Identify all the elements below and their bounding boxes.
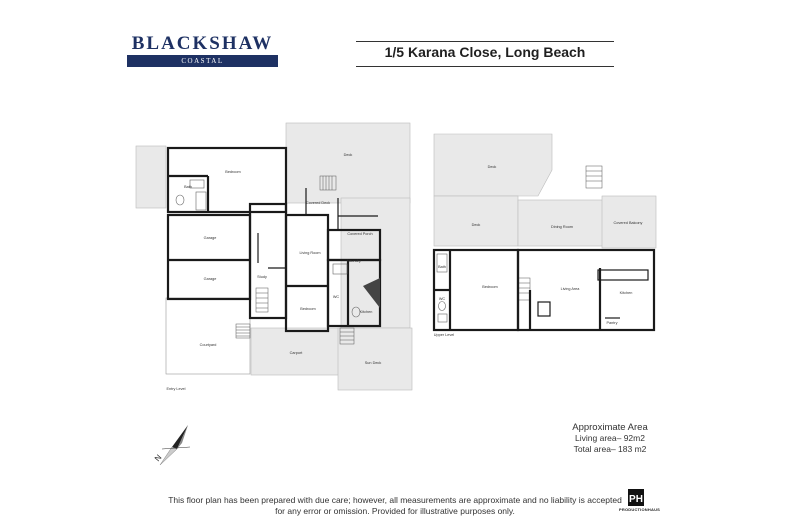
producer-logo: PH PRODUCTIONHAUS — [619, 489, 661, 515]
upper-covered-balcony-label: Covered Balcony — [614, 221, 643, 225]
lower-deck-label: Deck — [344, 153, 353, 157]
lower-courtyard-label: Courtyard — [200, 343, 217, 347]
area-heading: Approximate Area — [572, 422, 648, 433]
upper-dining-room-label: Dining Room — [551, 225, 573, 229]
lower-covered-porch-label: Covered Porch — [347, 232, 372, 236]
producer-mark-icon: PH — [628, 489, 644, 506]
lower-study-label: Study — [257, 275, 267, 279]
total-area: Total area– 183 m2 — [573, 444, 647, 454]
lower-covered-deck-label: Covered Deck — [306, 201, 330, 205]
upper-deck-left-label: Deck — [472, 223, 481, 227]
lower-living-room-label: Living Room — [299, 251, 320, 255]
upper-floor-plan: Deck Deck Dining Room Covered Balcony Ba… — [432, 133, 657, 337]
north-compass-icon: N — [153, 425, 191, 466]
upper-pantry-label: Pantry — [607, 321, 618, 325]
producer-name: PRODUCTIONHAUS — [619, 507, 661, 512]
lower-bedroom-lower-label: Bedroom — [300, 307, 315, 311]
lower-bath-label: Bath — [184, 185, 192, 189]
producer-mark: PH — [629, 494, 643, 505]
upper-living-area-label: Living Area — [561, 287, 581, 291]
disclaimer-line-2: for any error or omission. Provided for … — [275, 506, 515, 516]
title-rule-bottom — [356, 66, 614, 67]
lower-wc-label: WC — [333, 295, 340, 299]
lower-carport-label: Carport — [290, 351, 304, 355]
upper-deck-top-label: Deck — [488, 165, 497, 169]
disclaimer: This floor plan has been prepared with d… — [140, 495, 650, 517]
lower-kitchen-label: Kitchen — [360, 310, 373, 314]
upper-bedroom-label: Bedroom — [482, 285, 497, 289]
area-summary: Approximate Area Living area– 92m2 Total… — [555, 422, 665, 455]
property-address: 1/5 Karana Close, Long Beach — [384, 44, 586, 60]
lower-level-label: Entry Level — [167, 387, 186, 391]
lower-laundry-label: Laundry — [347, 259, 361, 263]
lower-bedroom-top-label: Bedroom — [225, 170, 240, 174]
living-area: Living area– 92m2 — [575, 433, 645, 443]
upper-bath-label: Bath — [438, 265, 446, 269]
upper-wc-label: WC — [439, 297, 446, 301]
title-rule-top — [356, 41, 614, 42]
lower-floor-plan: Bedroom Bath Garage Garage Laundry Study… — [135, 122, 413, 391]
brand-logo: BLACKSHAW COASTAL — [127, 34, 278, 70]
brand-tagline: COASTAL — [127, 55, 278, 67]
lower-garage-2-label: Garage — [204, 277, 217, 281]
lower-sun-deck-label: Sun Deck — [365, 361, 382, 365]
upper-kitchen-label: Kitchen — [620, 291, 633, 295]
compass-letter: N — [153, 453, 164, 463]
disclaimer-line-1: This floor plan has been prepared with d… — [168, 495, 622, 505]
brand-name: BLACKSHAW — [131, 33, 274, 54]
lower-garage-1-label: Garage — [204, 236, 217, 240]
upper-level-label: Upper Level — [434, 333, 455, 337]
